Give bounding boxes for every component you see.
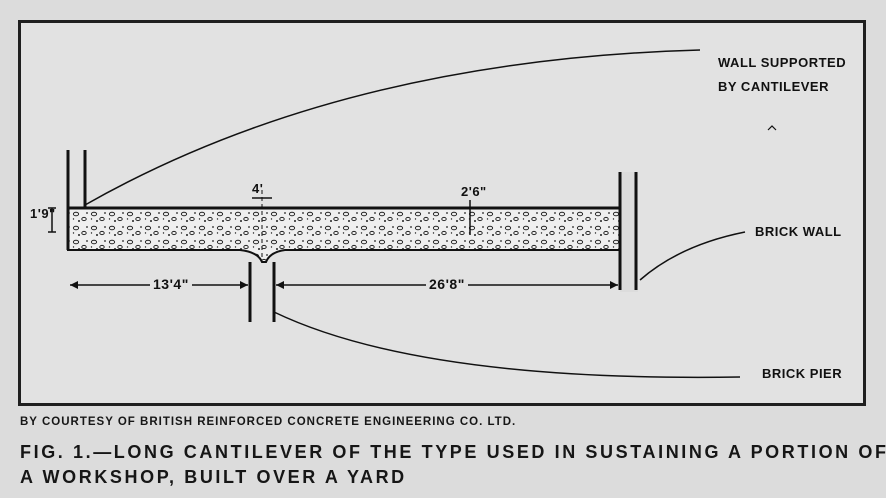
dim-slab-thickness: 1'9" bbox=[30, 206, 56, 221]
credit-line: BY COURTESY OF BRITISH REINFORCED CONCRE… bbox=[20, 416, 517, 428]
label-brick-wall: BRICK WALL bbox=[755, 224, 842, 239]
figure-caption: FIG. 1.—LONG CANTILEVER OF THE TYPE USED… bbox=[20, 442, 886, 487]
label-brick-pier: BRICK PIER bbox=[762, 366, 843, 381]
left-span-arrow-right bbox=[240, 281, 248, 289]
right-span-arrow-left bbox=[276, 281, 284, 289]
leader-brick-wall bbox=[639, 231, 746, 281]
label-by-cantilever: BY CANTILEVER bbox=[718, 79, 829, 94]
leader-brick-pier bbox=[273, 311, 741, 379]
right-span-arrow-right bbox=[610, 281, 618, 289]
label-wall-supported: WALL SUPPORTED bbox=[718, 55, 847, 70]
dim-wall-thickness: 2'6" bbox=[461, 184, 487, 199]
dim-pier-width: 4' bbox=[252, 181, 264, 196]
brick-wall-gap bbox=[620, 172, 638, 292]
concrete-cantilever-slab bbox=[67, 207, 636, 263]
dim-left-span: 13'4" bbox=[150, 276, 192, 292]
left-span-arrow-left bbox=[70, 281, 78, 289]
dim-right-span: 26'8" bbox=[426, 276, 468, 292]
leader-wall-supported bbox=[84, 49, 701, 206]
small-mark bbox=[767, 125, 777, 131]
